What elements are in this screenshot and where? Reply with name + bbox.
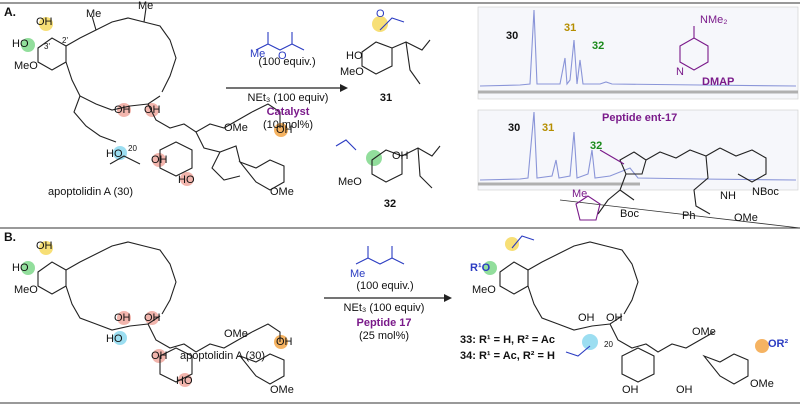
hplc-trace-bottom <box>477 109 799 191</box>
meo-a: MeO <box>14 60 38 72</box>
ome-b-2: OMe <box>270 384 294 396</box>
meo-31: MeO <box>340 66 364 78</box>
peptide-ome: OMe <box>734 212 758 224</box>
anhydride-me-left-b: Me <box>350 268 366 280</box>
oh-b-5: OH <box>276 336 293 348</box>
meo-32: MeO <box>338 176 362 188</box>
me-a-2: Me <box>138 0 154 12</box>
product-34-label: 34: R¹ = Ac, R² = H <box>460 350 555 362</box>
peptide-ent-17-label: Peptide ent-17 <box>602 112 678 124</box>
acetate-o-31: O <box>376 8 385 20</box>
oh-2prime-a: OH <box>36 16 53 28</box>
dmap-nme2: NMe₂ <box>700 14 728 26</box>
r1-label: R¹O <box>470 262 491 274</box>
oh-a-2: OH <box>144 104 161 116</box>
me-a-1: Me <box>86 8 102 20</box>
apoptolidin-structure-b <box>21 241 288 387</box>
reagent-equiv-a: (100 equiv.) <box>258 56 316 68</box>
catalyst-loading-b: (25 mol%) <box>358 330 410 342</box>
r2-label: OR² <box>768 338 789 350</box>
oh-32: OH <box>392 150 409 162</box>
panel-b-label: B. <box>4 230 16 244</box>
start-name-a: apoptolidin A (30) <box>48 186 134 198</box>
meo-b: MeO <box>14 284 38 296</box>
ome-a-2: OMe <box>270 186 294 198</box>
ho-3prime-a: HO <box>12 38 29 50</box>
catalyst-label-b: Peptide 17 <box>356 317 412 329</box>
ome-a-1: OMe <box>224 122 248 134</box>
reagent-equiv-b: (100 equiv.) <box>356 280 414 292</box>
dmap-n: N <box>676 66 684 78</box>
pos2-a: 2' <box>62 36 68 45</box>
peak-31-bottom: 31 <box>542 122 555 134</box>
oh-product-b-4: OH <box>676 384 693 396</box>
pos20-product-b: 20 <box>604 340 613 349</box>
product-33-34-structure <box>483 235 769 385</box>
pos3-a: 3' <box>44 42 50 51</box>
ome-product-b-1: OMe <box>692 326 716 338</box>
oh-b-3: OH <box>151 350 168 362</box>
hplc-trace-top <box>477 6 799 100</box>
base-a: NEt₃ (100 equiv) <box>247 92 329 104</box>
ho-31: HO <box>346 50 363 62</box>
dmap-structure <box>679 26 709 71</box>
product-32-structure <box>335 139 441 189</box>
peak-30-top: 30 <box>506 30 519 42</box>
peptide-ent-17-structure <box>575 147 767 221</box>
catalyst-loading-a: (10 mol%) <box>262 119 314 131</box>
ho-20-b: HO <box>106 333 123 345</box>
peptide-nh: NH <box>720 190 736 202</box>
anhydride-o-a: O <box>278 50 287 62</box>
product-31-structure <box>361 16 431 85</box>
meo-product-b: MeO <box>472 284 496 296</box>
oh-b-2: OH <box>144 312 161 324</box>
oh-a-5: OH <box>276 124 293 136</box>
ho-b-4: HO <box>176 375 193 387</box>
product-33-label: 33: R¹ = H, R² = Ac <box>460 334 555 346</box>
peak-32-top: 32 <box>592 40 605 52</box>
oh-product-b-1: OH <box>578 312 595 324</box>
label-32: 32 <box>383 198 397 210</box>
ho-3prime-b: HO <box>12 262 29 274</box>
pos20-a: 20 <box>128 144 137 153</box>
start-name-b: apoptolidin A (30) <box>180 350 266 362</box>
ho-a-4: HO <box>178 174 195 186</box>
ho-20-a: HO <box>106 148 123 160</box>
oh-b-1: OH <box>114 312 131 324</box>
apoptolidin-structure-a <box>21 7 288 191</box>
base-b: NEt₃ (100 equiv) <box>343 302 425 314</box>
oh-2prime-b: OH <box>36 240 53 252</box>
oh-product-b-3: OH <box>622 384 639 396</box>
peptide-boc: Boc <box>620 208 639 220</box>
ome-product-b-2: OMe <box>750 378 774 390</box>
ome-b-1: OMe <box>224 328 248 340</box>
peptide-ph: Ph <box>682 210 696 222</box>
peptide-me-n: Me <box>572 188 588 200</box>
peak-30-bottom: 30 <box>508 122 521 134</box>
anhydride-me-left-a: Me <box>250 48 266 60</box>
catalyst-label-a: Catalyst <box>266 106 310 118</box>
label-31: 31 <box>379 92 393 104</box>
acetic-anhydride-b <box>355 246 405 265</box>
oh-product-b-2: OH <box>606 312 623 324</box>
oh-a-1: OH <box>114 104 131 116</box>
dmap-label: DMAP <box>702 76 735 88</box>
peptide-nboc: NBoc <box>752 186 779 198</box>
panel-a-label: A. <box>4 5 16 19</box>
acetic-anhydride-a <box>255 32 305 51</box>
peak-31-top: 31 <box>564 22 577 34</box>
peak-32-bottom: 32 <box>590 140 603 152</box>
oh-a-3: OH <box>151 154 168 166</box>
